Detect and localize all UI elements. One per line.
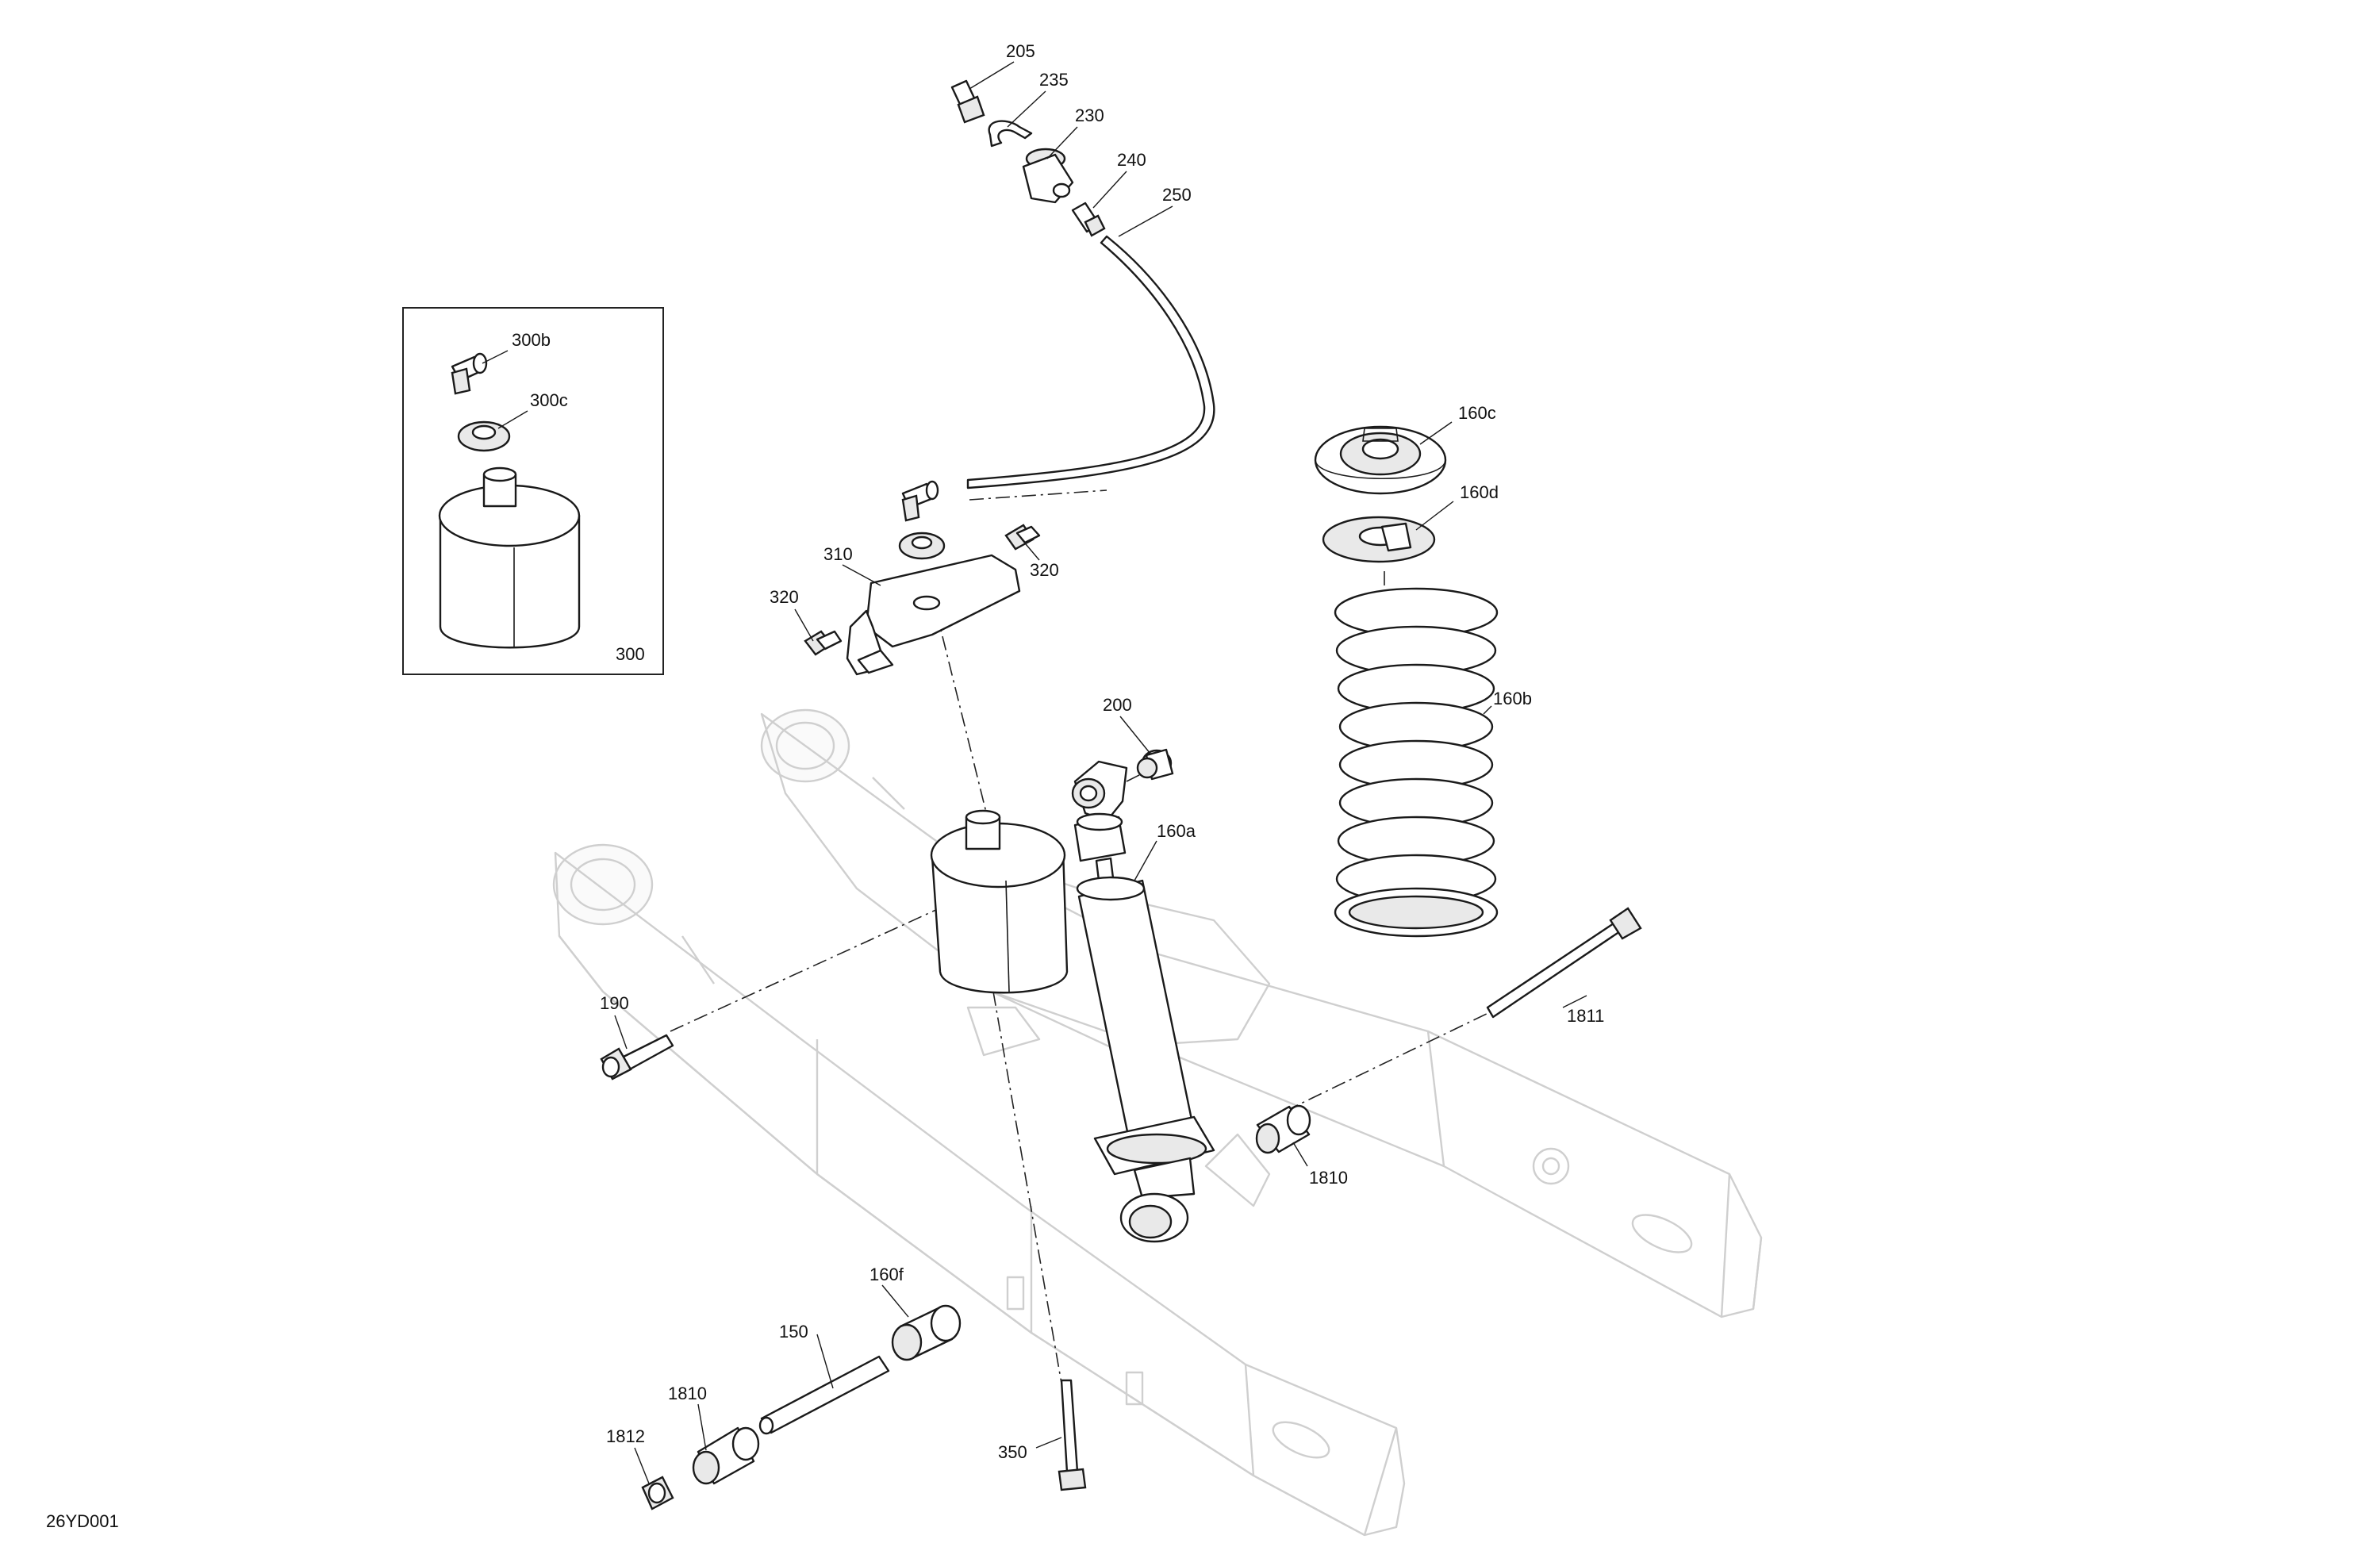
bolt-350 [1058,1379,1087,1491]
callout-320-left: 320 [770,587,799,607]
elbow-fitting-upper [901,480,939,522]
coil-spring-160b [1334,587,1499,938]
air-canister-mounted [930,809,1069,994]
inset-air-canister-300 [402,307,664,675]
leader-lines [482,61,1587,1484]
callout-310: 310 [823,544,853,564]
callout-300: 300 [616,644,645,664]
fitting-205 [950,79,985,124]
callout-350: 350 [998,1442,1027,1462]
callout-300b: 300b [512,330,551,350]
callout-200: 200 [1103,695,1132,715]
shock-absorber-160a [1071,760,1215,1243]
pin-150 [758,1355,890,1435]
callout-240: 240 [1117,150,1146,170]
hose-fitting-240 [1071,202,1106,237]
callout-250: 250 [1162,185,1192,205]
callout-1810-right: 1810 [1309,1168,1348,1188]
retaining-clip-235 [988,120,1033,148]
nut-1812 [641,1476,674,1510]
spring-seat-160d [1322,516,1436,563]
bolt-320-right [1004,524,1041,551]
callout-300c: 300c [530,390,568,410]
callout-160f: 160f [869,1265,904,1284]
callout-1812: 1812 [606,1426,645,1446]
callout-230: 230 [1075,106,1104,125]
canister-300 [438,466,581,649]
bushing-1810-right [1255,1104,1311,1154]
bushing-200 [1136,748,1174,781]
bolt-190 [600,1034,674,1080]
bracket-310 [846,554,1021,676]
callout-150: 150 [779,1322,808,1341]
callout-160d: 160d [1460,482,1499,502]
spring-seat-160c [1314,425,1447,495]
elbow-fitting-300b [451,352,488,395]
air-hose-250 [966,235,1215,489]
rubber-cap-230 [1022,148,1074,204]
bushing-160f [891,1304,962,1361]
callout-205: 205 [1006,41,1035,61]
callout-235: 235 [1039,70,1069,90]
callout-160a: 160a [1157,821,1196,841]
callout-labels: 205 235 230 240 250 300b 300c 300 160c 1… [46,41,1604,1531]
bolt-1811 [1486,907,1642,1019]
swing-arm-frame [552,708,1763,1537]
callout-320-right: 320 [1030,560,1059,580]
callout-190: 190 [600,993,629,1013]
nut-300c [457,420,511,452]
callout-160c: 160c [1458,403,1496,423]
callout-1810-lower: 1810 [668,1384,707,1403]
bushing-1810-lower [692,1426,760,1485]
drawing-id: 26YD001 [46,1511,119,1531]
callout-160b: 160b [1493,689,1532,708]
callout-1811: 1811 [1567,1006,1604,1026]
nut-upper [898,532,946,560]
bolt-320-left [804,630,843,656]
